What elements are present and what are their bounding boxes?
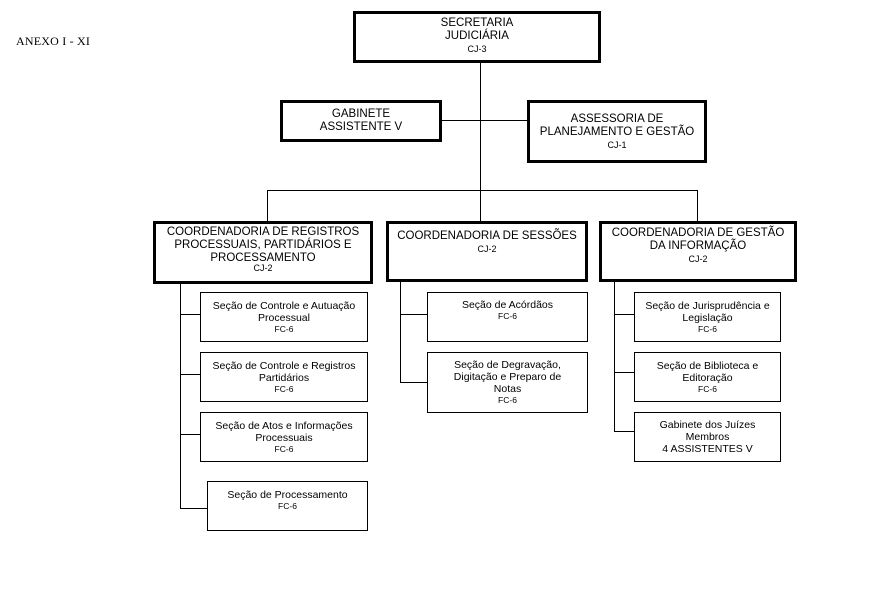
secretaria-judiciaria-code: CJ-3 bbox=[467, 44, 487, 55]
connector-col2-vertical bbox=[400, 282, 401, 382]
gabinete-box: GABINETE ASSISTENTE V bbox=[280, 100, 442, 142]
section-acordaos-title: Seção de Acórdãos bbox=[461, 299, 554, 311]
connector-main-vertical bbox=[480, 62, 481, 190]
section-degravacao-box: Seção de Degravação, Digitação e Preparo… bbox=[427, 352, 588, 413]
connector-coordinations-horizontal bbox=[267, 190, 697, 191]
coordenadoria-registros-title: COORDENADORIA DE REGISTROS PROCESSUAIS, … bbox=[166, 226, 360, 265]
connector-coord-1-drop bbox=[267, 190, 268, 222]
connector-coord-2-drop bbox=[480, 190, 481, 222]
coordenadoria-sessoes-box: COORDENADORIA DE SESSÕES CJ-2 bbox=[386, 221, 588, 282]
section-atos-informacoes-title: Seção de Atos e Informações Processuais bbox=[215, 419, 353, 444]
coordenadoria-sessoes-code: CJ-2 bbox=[477, 244, 497, 255]
section-jurisprudencia-title: Seção de Jurisprudência e Legislação bbox=[645, 299, 770, 324]
connector-col1-s1 bbox=[180, 314, 201, 315]
connector-coord-3-drop bbox=[697, 190, 698, 222]
section-processamento-code: FC-6 bbox=[278, 501, 297, 512]
section-biblioteca-code: FC-6 bbox=[698, 383, 717, 394]
coordenadoria-registros-code: CJ-2 bbox=[253, 262, 273, 273]
secretaria-judiciaria-title: SECRETARIA JUDICIÁRIA bbox=[440, 17, 514, 43]
connector-col1-s3 bbox=[180, 434, 201, 435]
section-controle-autuacao-title: Seção de Controle e Autuação Processual bbox=[212, 299, 356, 324]
section-controle-registros-title: Seção de Controle e Registros Partidário… bbox=[212, 359, 356, 384]
coordenadoria-gestao-box: COORDENADORIA DE GESTÃO DA INFORMAÇÃO CJ… bbox=[599, 221, 797, 282]
section-jurisprudencia-code: FC-6 bbox=[698, 323, 717, 334]
section-controle-autuacao-code: FC-6 bbox=[274, 323, 294, 334]
gabinete-juizes-title: Gabinete dos Juízes Membros 4 ASSISTENTE… bbox=[659, 418, 756, 456]
section-biblioteca-box: Seção de Biblioteca e Editoração FC-6 bbox=[634, 352, 781, 402]
connector-col3-vertical bbox=[614, 282, 615, 432]
coordenadoria-gestao-title: COORDENADORIA DE GESTÃO DA INFORMAÇÃO bbox=[611, 227, 785, 253]
section-controle-autuacao-box: Seção de Controle e Autuação Processual … bbox=[200, 292, 368, 342]
section-atos-informacoes-box: Seção de Atos e Informações Processuais … bbox=[200, 412, 368, 462]
connector-col3-s2 bbox=[614, 372, 635, 373]
section-acordaos-code: FC-6 bbox=[498, 311, 517, 322]
assessoria-title: ASSESSORIA DE PLANEJAMENTO E GESTÃO bbox=[539, 112, 695, 138]
gabinete-title: GABINETE ASSISTENTE V bbox=[319, 107, 403, 133]
section-controle-registros-box: Seção de Controle e Registros Partidário… bbox=[200, 352, 368, 402]
connector-col1-s4 bbox=[180, 508, 208, 509]
connector-staff-horizontal bbox=[441, 120, 529, 121]
section-controle-registros-code: FC-6 bbox=[274, 383, 294, 394]
section-processamento-title: Seção de Processamento bbox=[227, 489, 348, 501]
connector-col2-s2 bbox=[400, 382, 428, 383]
coordenadoria-sessoes-title: COORDENADORIA DE SESSÕES bbox=[397, 230, 577, 242]
assessoria-code: CJ-1 bbox=[607, 140, 627, 151]
section-jurisprudencia-box: Seção de Jurisprudência e Legislação FC-… bbox=[634, 292, 781, 342]
section-acordaos-box: Seção de Acórdãos FC-6 bbox=[427, 292, 588, 342]
section-atos-informacoes-code: FC-6 bbox=[274, 443, 294, 454]
section-degravacao-code: FC-6 bbox=[498, 395, 517, 406]
connector-col3-s1 bbox=[614, 314, 635, 315]
section-processamento-box: Seção de Processamento FC-6 bbox=[207, 481, 368, 531]
annex-label: ANEXO I - XI bbox=[16, 34, 91, 48]
connector-col1-s2 bbox=[180, 374, 201, 375]
coordenadoria-gestao-code: CJ-2 bbox=[688, 254, 708, 265]
section-biblioteca-title: Seção de Biblioteca e Editoração bbox=[656, 359, 759, 384]
connector-col2-s1 bbox=[400, 314, 428, 315]
coordenadoria-registros-box: COORDENADORIA DE REGISTROS PROCESSUAIS, … bbox=[153, 221, 373, 284]
connector-col1-vertical bbox=[180, 282, 181, 508]
secretaria-judiciaria-box: SECRETARIA JUDICIÁRIA CJ-3 bbox=[353, 11, 601, 63]
connector-col3-s3 bbox=[614, 431, 635, 432]
gabinete-juizes-box: Gabinete dos Juízes Membros 4 ASSISTENTE… bbox=[634, 412, 781, 462]
assessoria-box: ASSESSORIA DE PLANEJAMENTO E GESTÃO CJ-1 bbox=[527, 100, 707, 163]
section-degravacao-title: Seção de Degravação, Digitação e Preparo… bbox=[453, 359, 562, 396]
